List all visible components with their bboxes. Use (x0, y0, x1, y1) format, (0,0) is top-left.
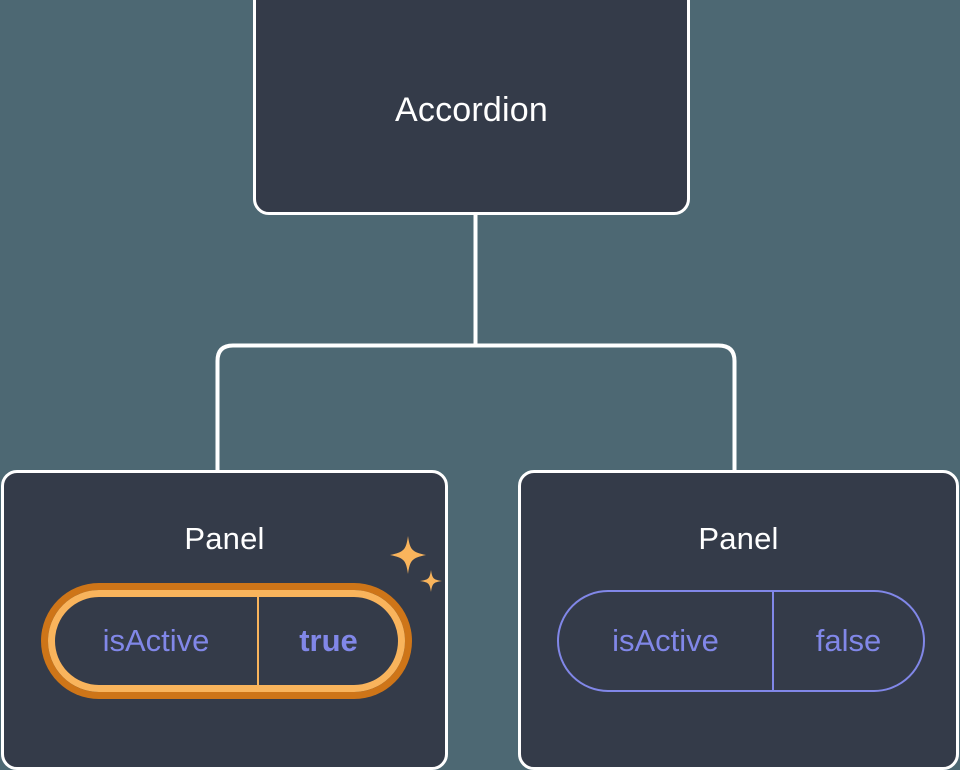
sparkle-large-icon (390, 536, 426, 574)
panel-node-label: Panel (184, 521, 265, 556)
tree-node-accordion[interactable]: Accordion (253, 0, 690, 215)
prop-key-label: isActive (612, 623, 719, 658)
connector-branch-bus (215, 343, 737, 470)
prop-key-label: isActive (102, 623, 210, 658)
sparkle-group (390, 536, 442, 592)
accordion-node-label: Accordion (395, 91, 548, 129)
prop-value-label: true (257, 597, 398, 685)
prop-pill-isactive-true[interactable]: isActive true (48, 590, 405, 692)
sparkle-small-icon (420, 570, 442, 592)
prop-pill-isactive-false[interactable]: isActive false (557, 590, 925, 692)
prop-value-label: false (772, 592, 923, 690)
panel-node-label: Panel (698, 521, 779, 556)
